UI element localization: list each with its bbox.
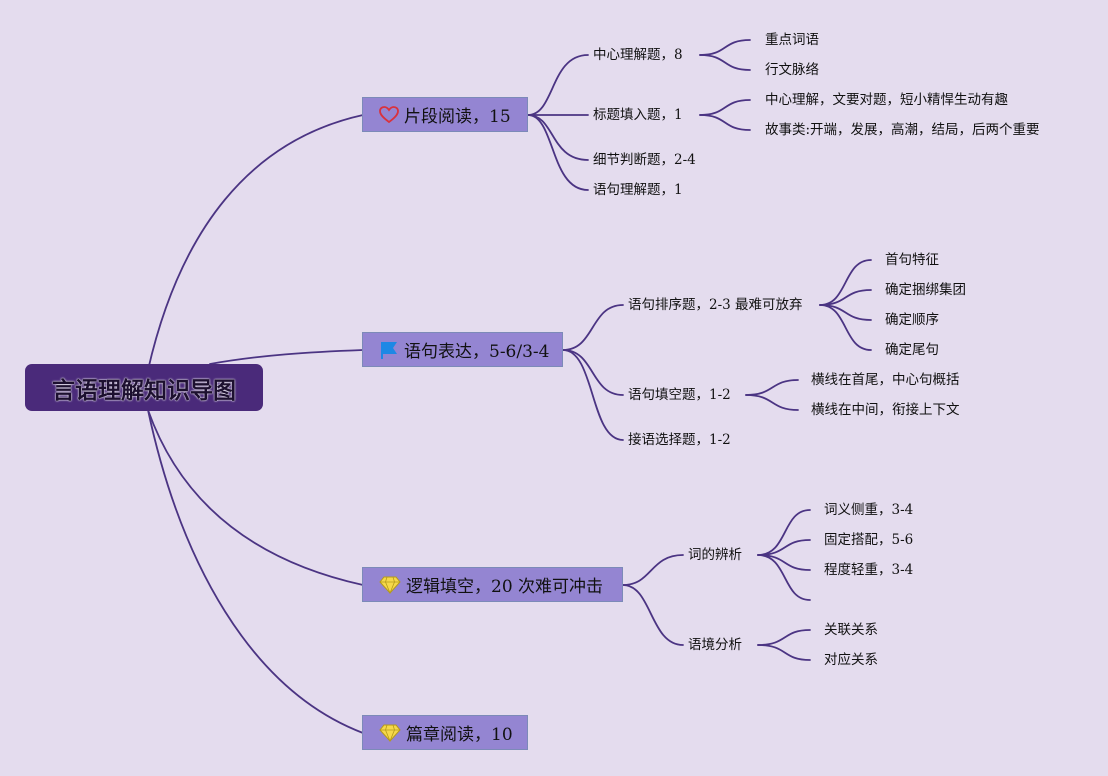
branch-node-logic-fill[interactable]: 逻辑填空，20 次难可冲击 <box>362 567 623 602</box>
topic-node[interactable]: 中心理解题，8 <box>593 47 683 63</box>
topic-node[interactable]: 词的辨析 <box>688 547 742 563</box>
leaf-node[interactable]: 确定捆绑集团 <box>885 282 966 298</box>
root-topic[interactable]: 言语理解知识导图 <box>25 364 263 411</box>
leaf-node[interactable]: 确定顺序 <box>885 312 939 328</box>
branch-node-passage[interactable]: 篇章阅读，10 <box>362 715 528 750</box>
topic-node[interactable]: 语句理解题，1 <box>593 182 683 198</box>
branch-node-expression[interactable]: 语句表达，5-6/3-4 <box>362 332 563 367</box>
leaf-node[interactable]: 中心理解，文要对题，短小精悍生动有趣 <box>765 92 1008 108</box>
branch-node-reading[interactable]: 片段阅读，15 <box>362 97 528 132</box>
edge-root-b3 <box>147 409 364 586</box>
flag-icon <box>379 340 399 360</box>
leaf-node[interactable]: 横线在首尾，中心句概括 <box>811 372 960 388</box>
topic-node[interactable]: 标题填入题，1 <box>593 107 683 123</box>
topic-node[interactable]: 细节判断题，2-4 <box>593 152 696 168</box>
leaf-node[interactable]: 横线在中间，衔接上下文 <box>811 402 960 418</box>
topic-node[interactable]: 接语选择题，1-2 <box>628 432 731 448</box>
leaf-node[interactable]: 程度轻重，3-4 <box>824 562 914 578</box>
edge-root-b2 <box>209 349 364 365</box>
leaf-node[interactable]: 对应关系 <box>824 652 878 668</box>
leaf-node[interactable]: 确定尾句 <box>885 342 939 358</box>
branch-label: 语句表达，5-6/3-4 <box>404 342 550 362</box>
topic-node[interactable]: 语句排序题，2-3 最难可放弃 <box>628 297 803 313</box>
topic-node[interactable]: 语境分析 <box>688 637 742 653</box>
branch-label: 片段阅读，15 <box>404 107 511 127</box>
diamond-icon <box>379 576 401 594</box>
leaf-node[interactable]: 词义侧重，3-4 <box>824 502 914 518</box>
leaf-node[interactable]: 行文脉络 <box>765 62 819 78</box>
edge-root-b4 <box>147 409 364 734</box>
edge-root-b1 <box>147 114 364 371</box>
heart-icon <box>379 105 399 124</box>
leaf-node[interactable]: 重点词语 <box>765 32 819 48</box>
topic-node[interactable]: 语句填空题，1-2 <box>628 387 731 403</box>
leaf-node[interactable]: 首句特征 <box>885 252 939 268</box>
leaf-node[interactable]: 关联关系 <box>824 622 878 638</box>
leaf-node[interactable]: 固定搭配，5-6 <box>824 532 914 548</box>
branch-label: 篇章阅读，10 <box>406 725 513 745</box>
branch-label: 逻辑填空，20 次难可冲击 <box>406 577 604 597</box>
leaf-node[interactable]: 故事类:开端，发展，高潮，结局，后两个重要 <box>765 122 1040 138</box>
root-topic-label: 言语理解知识导图 <box>52 377 236 404</box>
diamond-icon <box>379 724 401 742</box>
